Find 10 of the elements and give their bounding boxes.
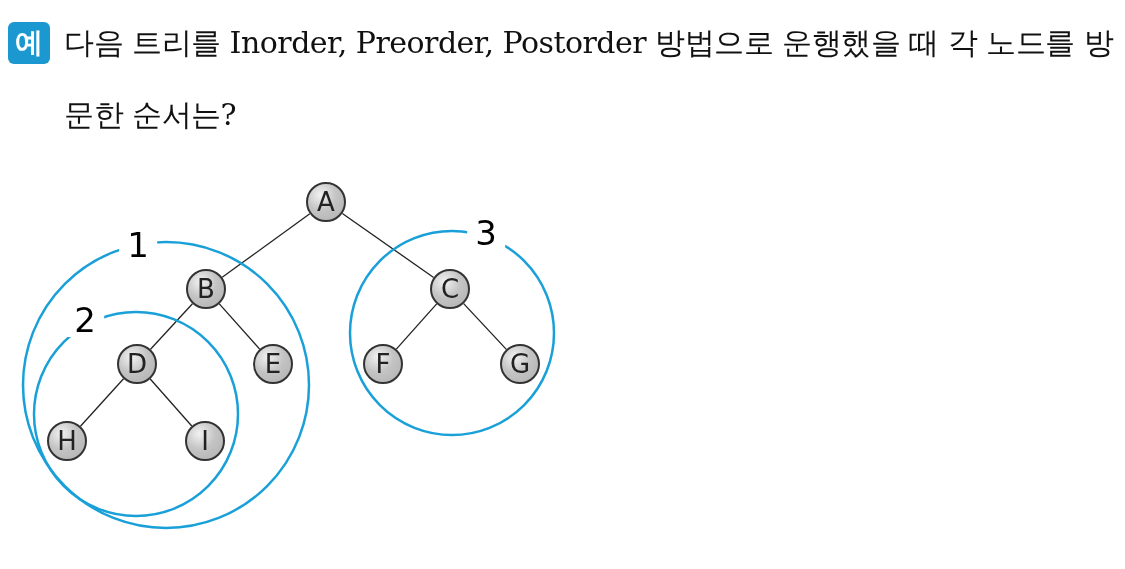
tree-edge [341, 212, 435, 279]
tree-edge [149, 378, 193, 427]
tree-edge [463, 302, 507, 351]
tree-edge [221, 213, 311, 278]
tree-edge [218, 303, 261, 350]
tree-edge [395, 303, 438, 350]
tree-edge [79, 378, 125, 427]
question-text: 다음 트리를 Inorder, Preorder, Postorder 방법으로 운행했을 때 각 노드를 방문한 순서는? [64, 24, 1114, 134]
example-badge: 예 [8, 22, 50, 64]
tree-edge [149, 303, 194, 350]
